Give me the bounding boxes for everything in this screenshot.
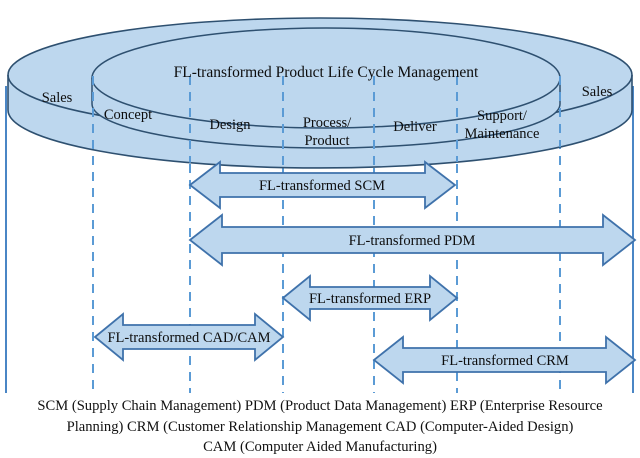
stage-label-concept: Concept: [104, 107, 152, 123]
arrow-crm: FL-transformed CRM: [372, 335, 637, 385]
arrow-crm-label: FL-transformed CRM: [441, 353, 569, 369]
arrow-pdm: FL-transformed PDM: [188, 213, 637, 267]
stage-label-process-line2: Product: [304, 133, 349, 149]
arrow-pdm-label: FL-transformed PDM: [349, 233, 476, 249]
caption-line-1: SCM (Supply Chain Management) PDM (Produ…: [37, 398, 603, 414]
stage-label-design: Design: [209, 117, 251, 133]
figure-caption: SCM (Supply Chain Management) PDM (Produ…: [0, 396, 640, 458]
stage-label-process-line1: Process/: [303, 115, 352, 131]
stage-label-support-line2: Maintenance: [465, 126, 540, 142]
arrow-crm-shape: [372, 335, 637, 385]
arrow-scm: FL-transformed SCM: [188, 160, 457, 210]
inner-cylinder-bottom-curve: [91, 103, 561, 149]
arrow-pdm-shape: [188, 213, 637, 267]
arrow-erp-shape: [281, 274, 459, 322]
inner-cylinder: [91, 27, 561, 149]
stage-divider-lines-overlay: [92, 75, 561, 168]
arrow-cadcam: FL-transformed CAD/CAM: [93, 312, 285, 362]
arrow-scm-label: FL-transformed SCM: [259, 178, 385, 194]
caption-line-3: CAM (Computer Aided Manufacturing): [203, 439, 437, 455]
arrow-scm-shape: [188, 160, 457, 210]
stage-label-support-line1: Support/: [477, 108, 528, 124]
caption-line-2: Planning) CRM (Customer Relationship Man…: [66, 418, 574, 435]
arrow-cadcam-label: FL-transformed CAD/CAM: [107, 330, 270, 346]
plm-center-label: FL-transformed Product Life Cycle Manage…: [174, 64, 479, 81]
sales-left-label: Sales: [42, 90, 73, 106]
arrow-erp: FL-transformed ERP: [281, 274, 459, 322]
sales-right-label: Sales: [582, 84, 613, 100]
stage-label-deliver: Deliver: [393, 119, 437, 135]
cylinder-bottom-curve: [7, 109, 633, 169]
arrow-erp-label: FL-transformed ERP: [309, 291, 431, 307]
arrow-cadcam-shape: [93, 312, 285, 362]
